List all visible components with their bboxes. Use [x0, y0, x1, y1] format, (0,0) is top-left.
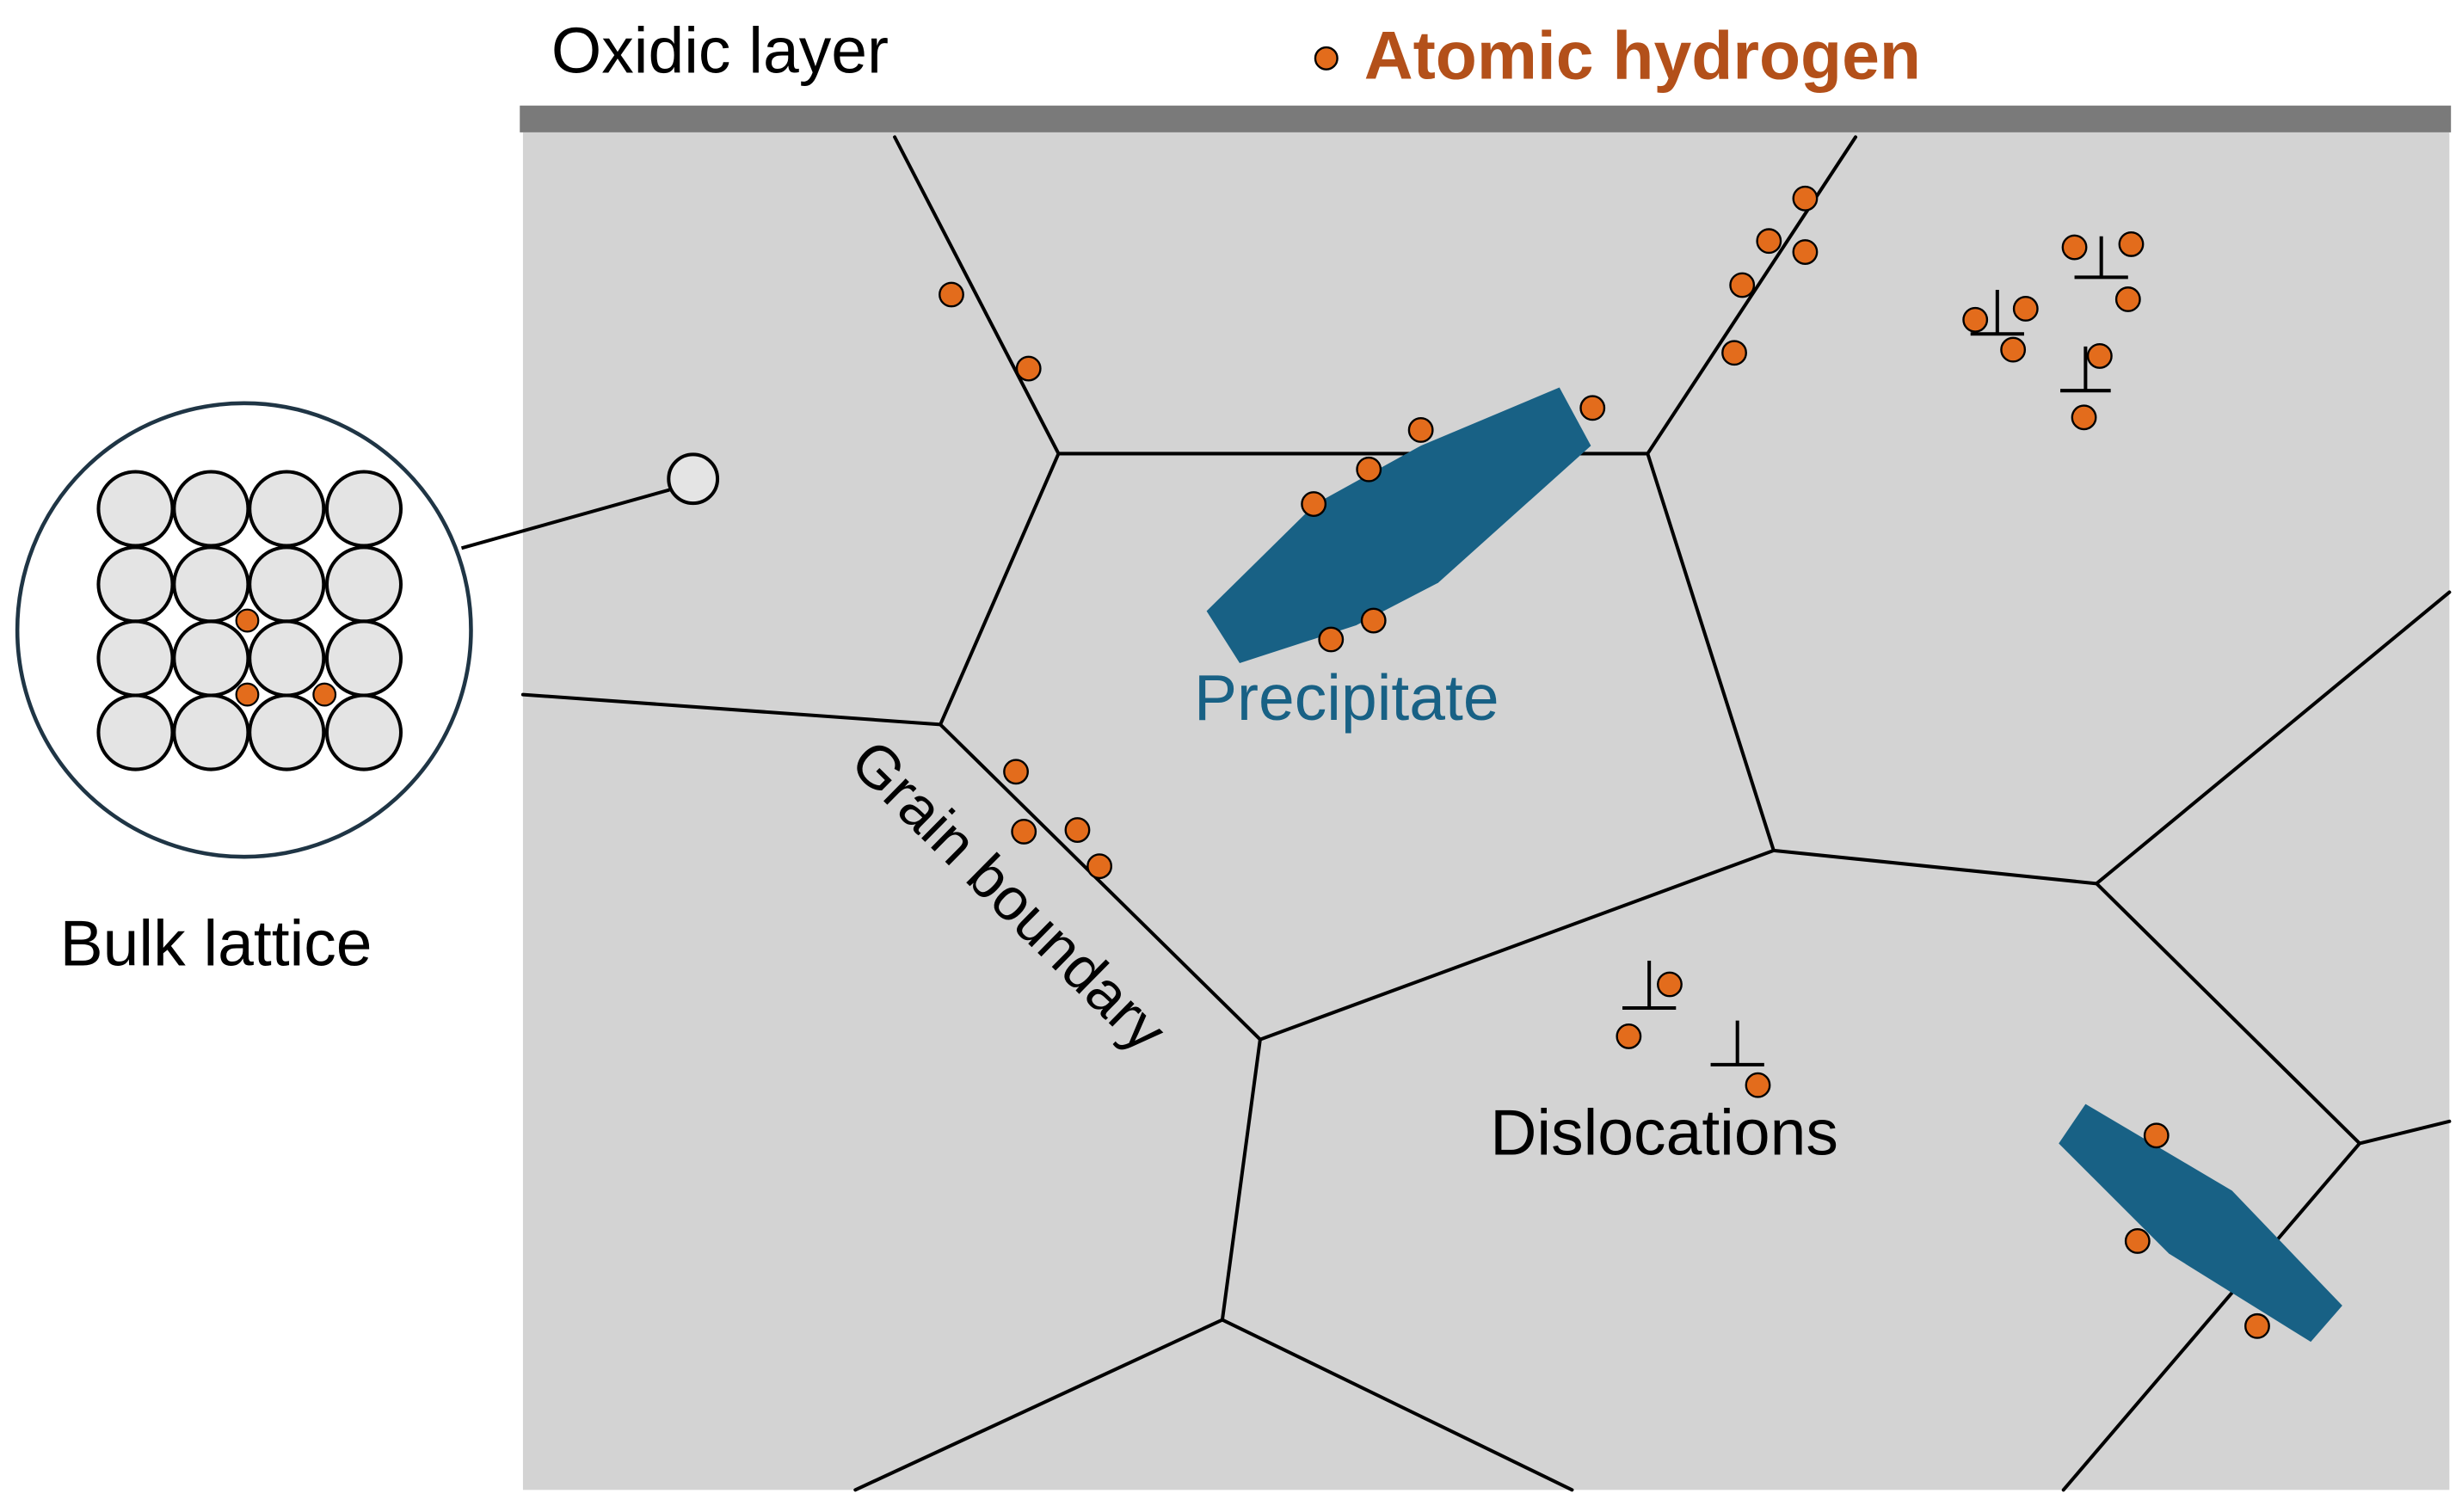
hydrogen-atom	[1407, 417, 1434, 443]
hydrogen-atom	[1356, 456, 1382, 482]
lattice-atom	[324, 470, 403, 548]
hydrogen-atom	[1003, 759, 1029, 785]
hydrogen-atom	[1360, 607, 1387, 634]
hydrogen-atom	[1729, 272, 1756, 298]
lattice-atom	[324, 545, 403, 624]
precipitate-large	[1206, 387, 1591, 663]
hydrogen-atoms	[939, 185, 2270, 1339]
hydrogen-atom	[1745, 1072, 1771, 1098]
metal-matrix	[522, 132, 2450, 1490]
hydrogen-atom	[2061, 234, 2088, 261]
lattice-atom	[172, 545, 250, 624]
hydrogen-atom	[1086, 853, 1113, 880]
lattice-atom	[172, 619, 250, 698]
hydrogen-atom	[2143, 1122, 2170, 1149]
dislocation-icon	[1710, 1020, 1764, 1066]
lattice-atom	[96, 470, 175, 548]
hydrogen-atom	[1616, 1023, 1642, 1049]
dislocations-label: Dislocations	[1490, 1096, 1838, 1168]
hydrogen-atom	[1301, 491, 1327, 517]
lattice-atom	[248, 619, 326, 698]
oxidic-layer-label: Oxidic layer	[551, 14, 889, 86]
dislocation-icon	[2074, 236, 2128, 280]
lattice-atom	[248, 470, 326, 548]
lattice-atom	[324, 619, 403, 698]
dislocation-icon	[1970, 289, 2024, 336]
lattice-atom	[248, 693, 326, 771]
grain-boundary-line	[939, 452, 1776, 1042]
grain-boundary-line	[893, 135, 1858, 456]
interstitial-hydrogen-atom	[312, 682, 337, 707]
oxidic-layer-bar	[520, 105, 2452, 132]
hydrogen-atom	[2012, 296, 2039, 322]
grain-boundary-line	[1220, 1318, 1574, 1492]
lattice-atom	[324, 693, 403, 771]
hydrogen-atom	[2124, 1228, 2151, 1254]
lattice-atom	[96, 693, 175, 771]
precipitate-small	[2059, 1103, 2342, 1343]
grain-boundary-line	[2061, 1141, 2361, 1492]
grain-boundaries	[520, 135, 2452, 1492]
lattice-atom	[96, 619, 175, 698]
atomic-hydrogen-label: Atomic hydrogen	[1364, 18, 1921, 94]
hydrogen-atom	[2244, 1312, 2270, 1339]
interstitial-hydrogen-atom	[235, 682, 260, 707]
hydrogen-atom	[2118, 230, 2145, 257]
inset-source-point	[667, 452, 720, 506]
hydrogen-atom	[1015, 355, 1042, 382]
lattice-atom	[172, 470, 250, 548]
hydrogen-atom	[1318, 626, 1345, 653]
hydrogen-atom	[2086, 342, 2113, 369]
interstitial-hydrogen-atom	[235, 608, 260, 633]
hydrogen-atom	[2000, 336, 2027, 363]
lattice-atom	[172, 693, 250, 771]
dislocation-icon	[1622, 961, 1677, 1010]
lattice-atom	[96, 545, 175, 624]
dislocation-symbols	[1622, 236, 2128, 1066]
hydrogen-atom	[2114, 286, 2141, 312]
hydrogen-atom	[1962, 306, 1989, 333]
legend-hydrogen-icon	[1314, 46, 1339, 71]
inset-connector-line	[460, 488, 670, 550]
hydrogen-atom	[1792, 185, 1819, 212]
hydrogen-atom	[939, 281, 964, 308]
bulk-lattice-label: Bulk lattice	[60, 907, 372, 980]
hydrogen-atom	[1657, 971, 1683, 998]
dislocation-icon	[2060, 346, 2111, 393]
hydrogen-atom	[1579, 395, 1606, 421]
precipitate-label: Precipitate	[1194, 661, 1499, 734]
hydrogen-atom	[1792, 239, 1819, 265]
hydrogen-atom	[1721, 340, 1747, 366]
hydrogen-atom	[1064, 817, 1091, 843]
lattice-atoms	[96, 470, 403, 771]
lattice-atom	[248, 545, 326, 624]
hydrogen-atom	[1756, 228, 1782, 255]
hydrogen-atom	[1011, 818, 1037, 845]
hydrogen-atom	[2071, 404, 2097, 431]
